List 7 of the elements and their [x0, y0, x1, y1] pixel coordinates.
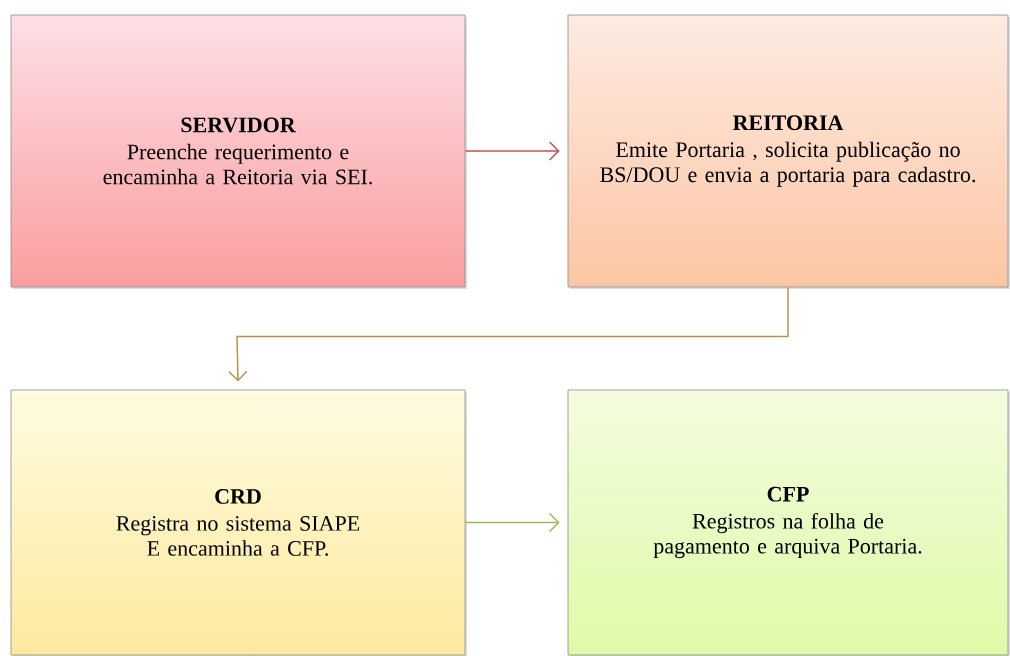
- process-box: SERVIDOR Preenche requerimento e encaminha a Reitoria via SEI.: [10, 14, 467, 289]
- arrow: [464, 512, 560, 533]
- arrow: [228, 286, 789, 382]
- process-box: CFP Registros na folha de pagamento e arquiva Portaria.: [567, 389, 1010, 656]
- process-box: REITORIA Emite Portaria , solicita publicação no BS/DOU e envia a portaria para cadastro.: [567, 14, 1010, 289]
- arrow: [464, 141, 560, 161]
- process-box: CRD Registra no sistema SIAPE E encaminha a CFP.: [10, 389, 467, 656]
